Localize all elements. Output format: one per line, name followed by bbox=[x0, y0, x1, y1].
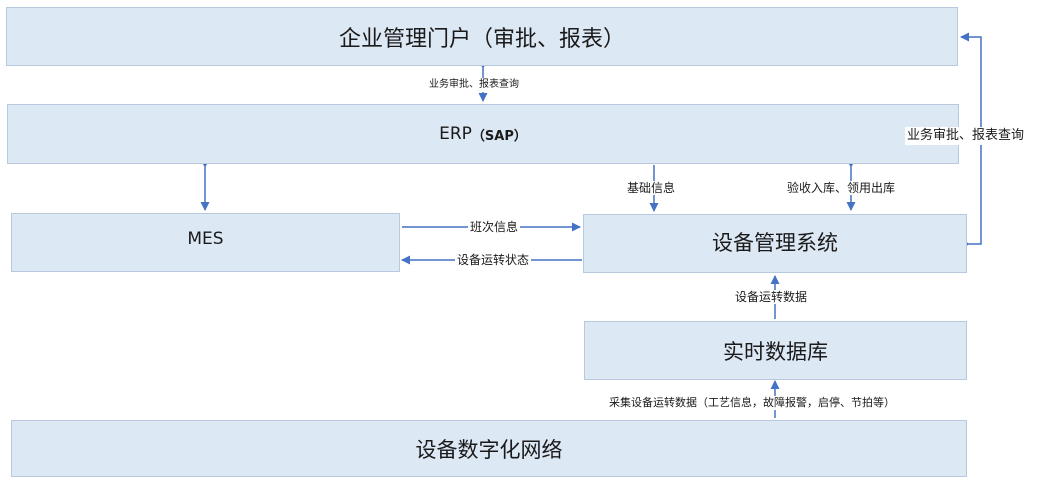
erp-node-label: ERP bbox=[439, 124, 472, 144]
erp-node-sap-label: （SAP） bbox=[471, 128, 527, 144]
erp-node: ERP （SAP） bbox=[7, 104, 959, 164]
portal-node-label: 企业管理门户（审批、报表） bbox=[338, 26, 625, 52]
edge-label-mes-ems-shift: 班次信息 bbox=[468, 220, 521, 234]
edge-label-digital-rtdb: 采集设备运转数据（工艺信息，故障报警，启停、节拍等） bbox=[607, 396, 897, 410]
rtdb-node-label: 实时数据库 bbox=[723, 339, 828, 364]
mes-node-label: MES bbox=[187, 228, 224, 249]
ems-node-label: 设备管理系统 bbox=[712, 230, 838, 255]
edge-label-rtdb-ems: 设备运转数据 bbox=[733, 290, 810, 304]
edge-label-portal-erp: 业务审批、报表查询 bbox=[427, 78, 521, 92]
edge-label-ems-mes-status: 设备运转状态 bbox=[455, 253, 532, 267]
digital-network-node: 设备数字化网络 bbox=[11, 420, 967, 477]
rtdb-node: 实时数据库 bbox=[584, 321, 967, 380]
digital-network-node-label: 设备数字化网络 bbox=[415, 437, 563, 462]
portal-node: 企业管理门户（审批、报表） bbox=[6, 7, 958, 66]
mes-node: MES bbox=[11, 213, 400, 272]
edge-label-erp-ems-stock: 验收入库、领用出库 bbox=[785, 181, 898, 195]
edge-label-ems-portal: 业务审批、报表查询 bbox=[905, 127, 1027, 145]
ems-node: 设备管理系统 bbox=[583, 214, 967, 273]
edge-label-erp-ems-basic: 基础信息 bbox=[625, 181, 678, 195]
